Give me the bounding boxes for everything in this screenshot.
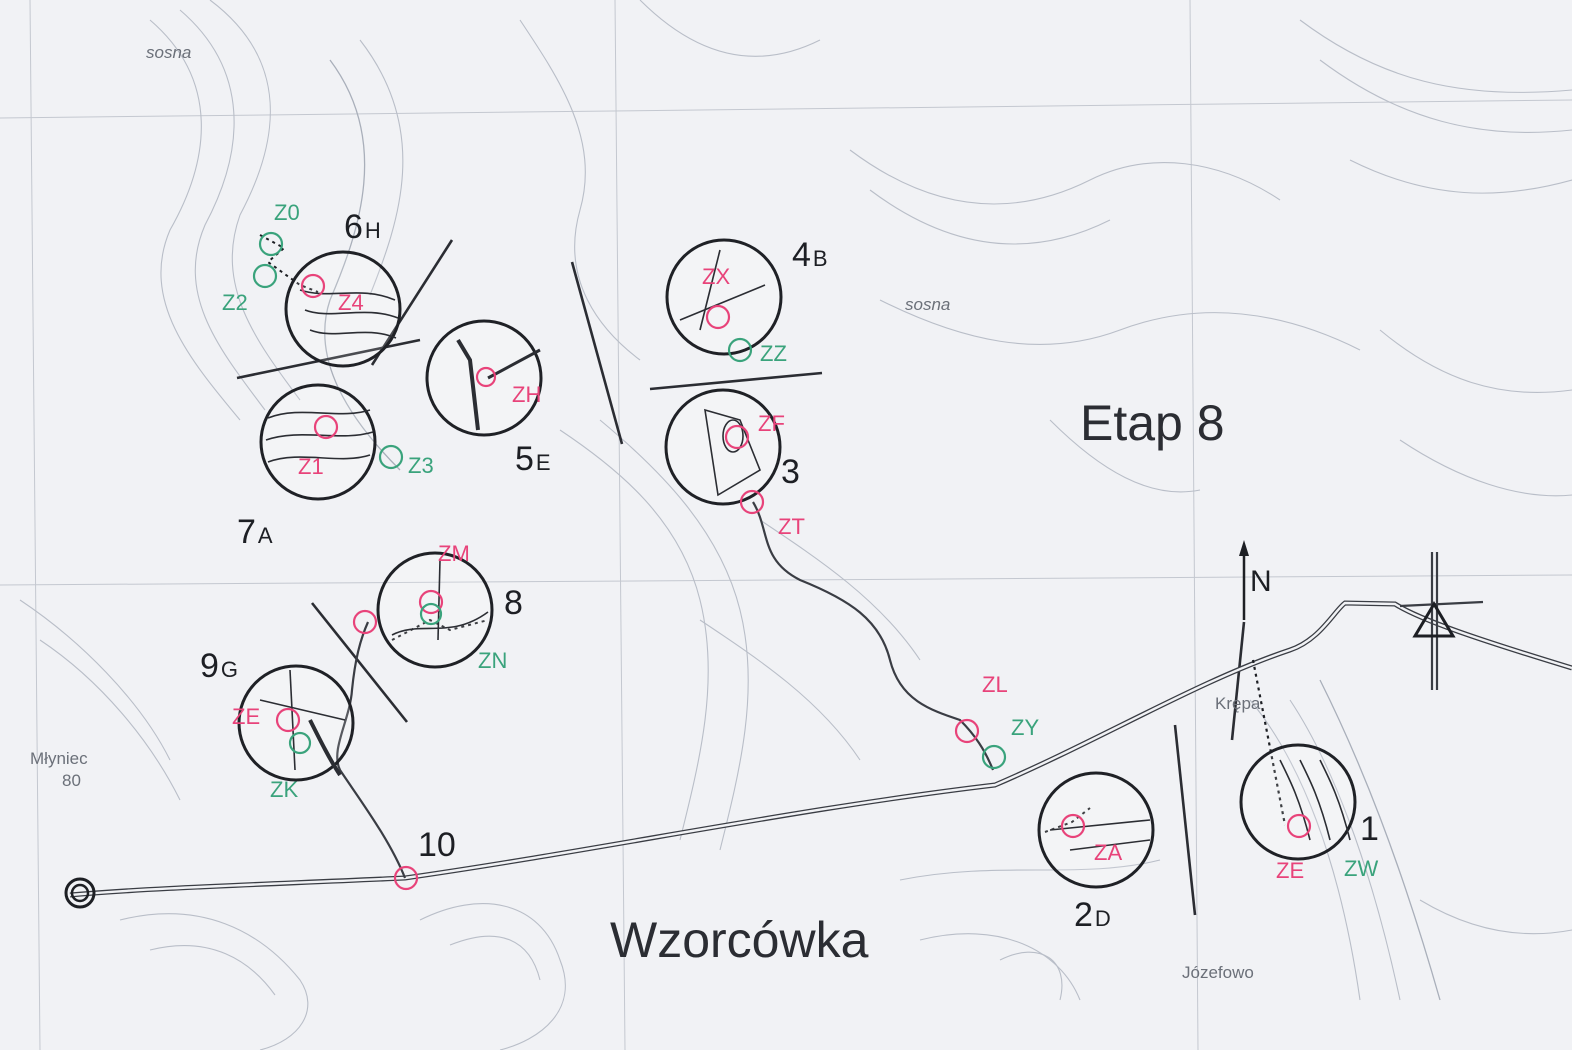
village-label-left: Młyniec	[30, 749, 88, 768]
code-zy: ZY	[1011, 715, 1040, 740]
code-markers	[252, 231, 1312, 891]
code-z4: Z4	[338, 290, 364, 315]
control-1: 1	[1360, 810, 1379, 848]
code-zt: ZT	[778, 514, 805, 539]
code-zw: ZW	[1344, 856, 1379, 881]
finish-symbol	[64, 877, 96, 909]
code-zk: ZK	[270, 777, 299, 802]
code-zz: ZZ	[760, 341, 787, 366]
code-zn: ZN	[478, 648, 508, 673]
terrain-contours	[19, 0, 1572, 1050]
control-3: 3	[781, 453, 800, 491]
village-elevation: 80	[62, 771, 81, 790]
code-ze-9: ZE	[232, 704, 261, 729]
leg-dividers	[236, 239, 1246, 916]
control-circles	[237, 238, 1357, 889]
code-ze-1: ZE	[1276, 858, 1305, 883]
code-z0: Z0	[274, 200, 300, 225]
code-z3: Z3	[408, 453, 434, 478]
code-zl: ZL	[982, 672, 1008, 697]
code-zh: ZH	[512, 382, 542, 407]
forest-label-2: sosna	[905, 295, 951, 314]
control-9: 9G	[200, 647, 239, 685]
start-triangle	[1412, 601, 1456, 638]
north-arrow	[1239, 540, 1249, 620]
village-label-right: Józefowo	[1182, 963, 1254, 982]
control-7: 7A	[237, 513, 273, 551]
code-zm: ZM	[438, 541, 470, 566]
control-4: 4B	[792, 236, 828, 274]
code-z2: Z2	[222, 290, 248, 315]
route-lines	[69, 501, 1572, 898]
forest-label-1: sosna	[146, 43, 192, 62]
code-z1: Z1	[298, 454, 324, 479]
code-zx: ZX	[702, 264, 731, 289]
control-8: 8	[504, 584, 523, 622]
control-6: 6H	[344, 208, 381, 246]
control-10: 10	[418, 826, 456, 864]
place-name: Wzorcówka	[610, 912, 869, 968]
stage-title: Etap 8	[1080, 395, 1225, 451]
code-za: ZA	[1094, 840, 1123, 865]
control-5: 5E	[515, 440, 551, 478]
inset-details	[259, 249, 1351, 851]
village-label-krepa: Krępa	[1215, 694, 1261, 713]
control-2: 2D	[1074, 896, 1111, 934]
code-zf: ZF	[758, 411, 785, 436]
north-label: N	[1250, 565, 1272, 598]
